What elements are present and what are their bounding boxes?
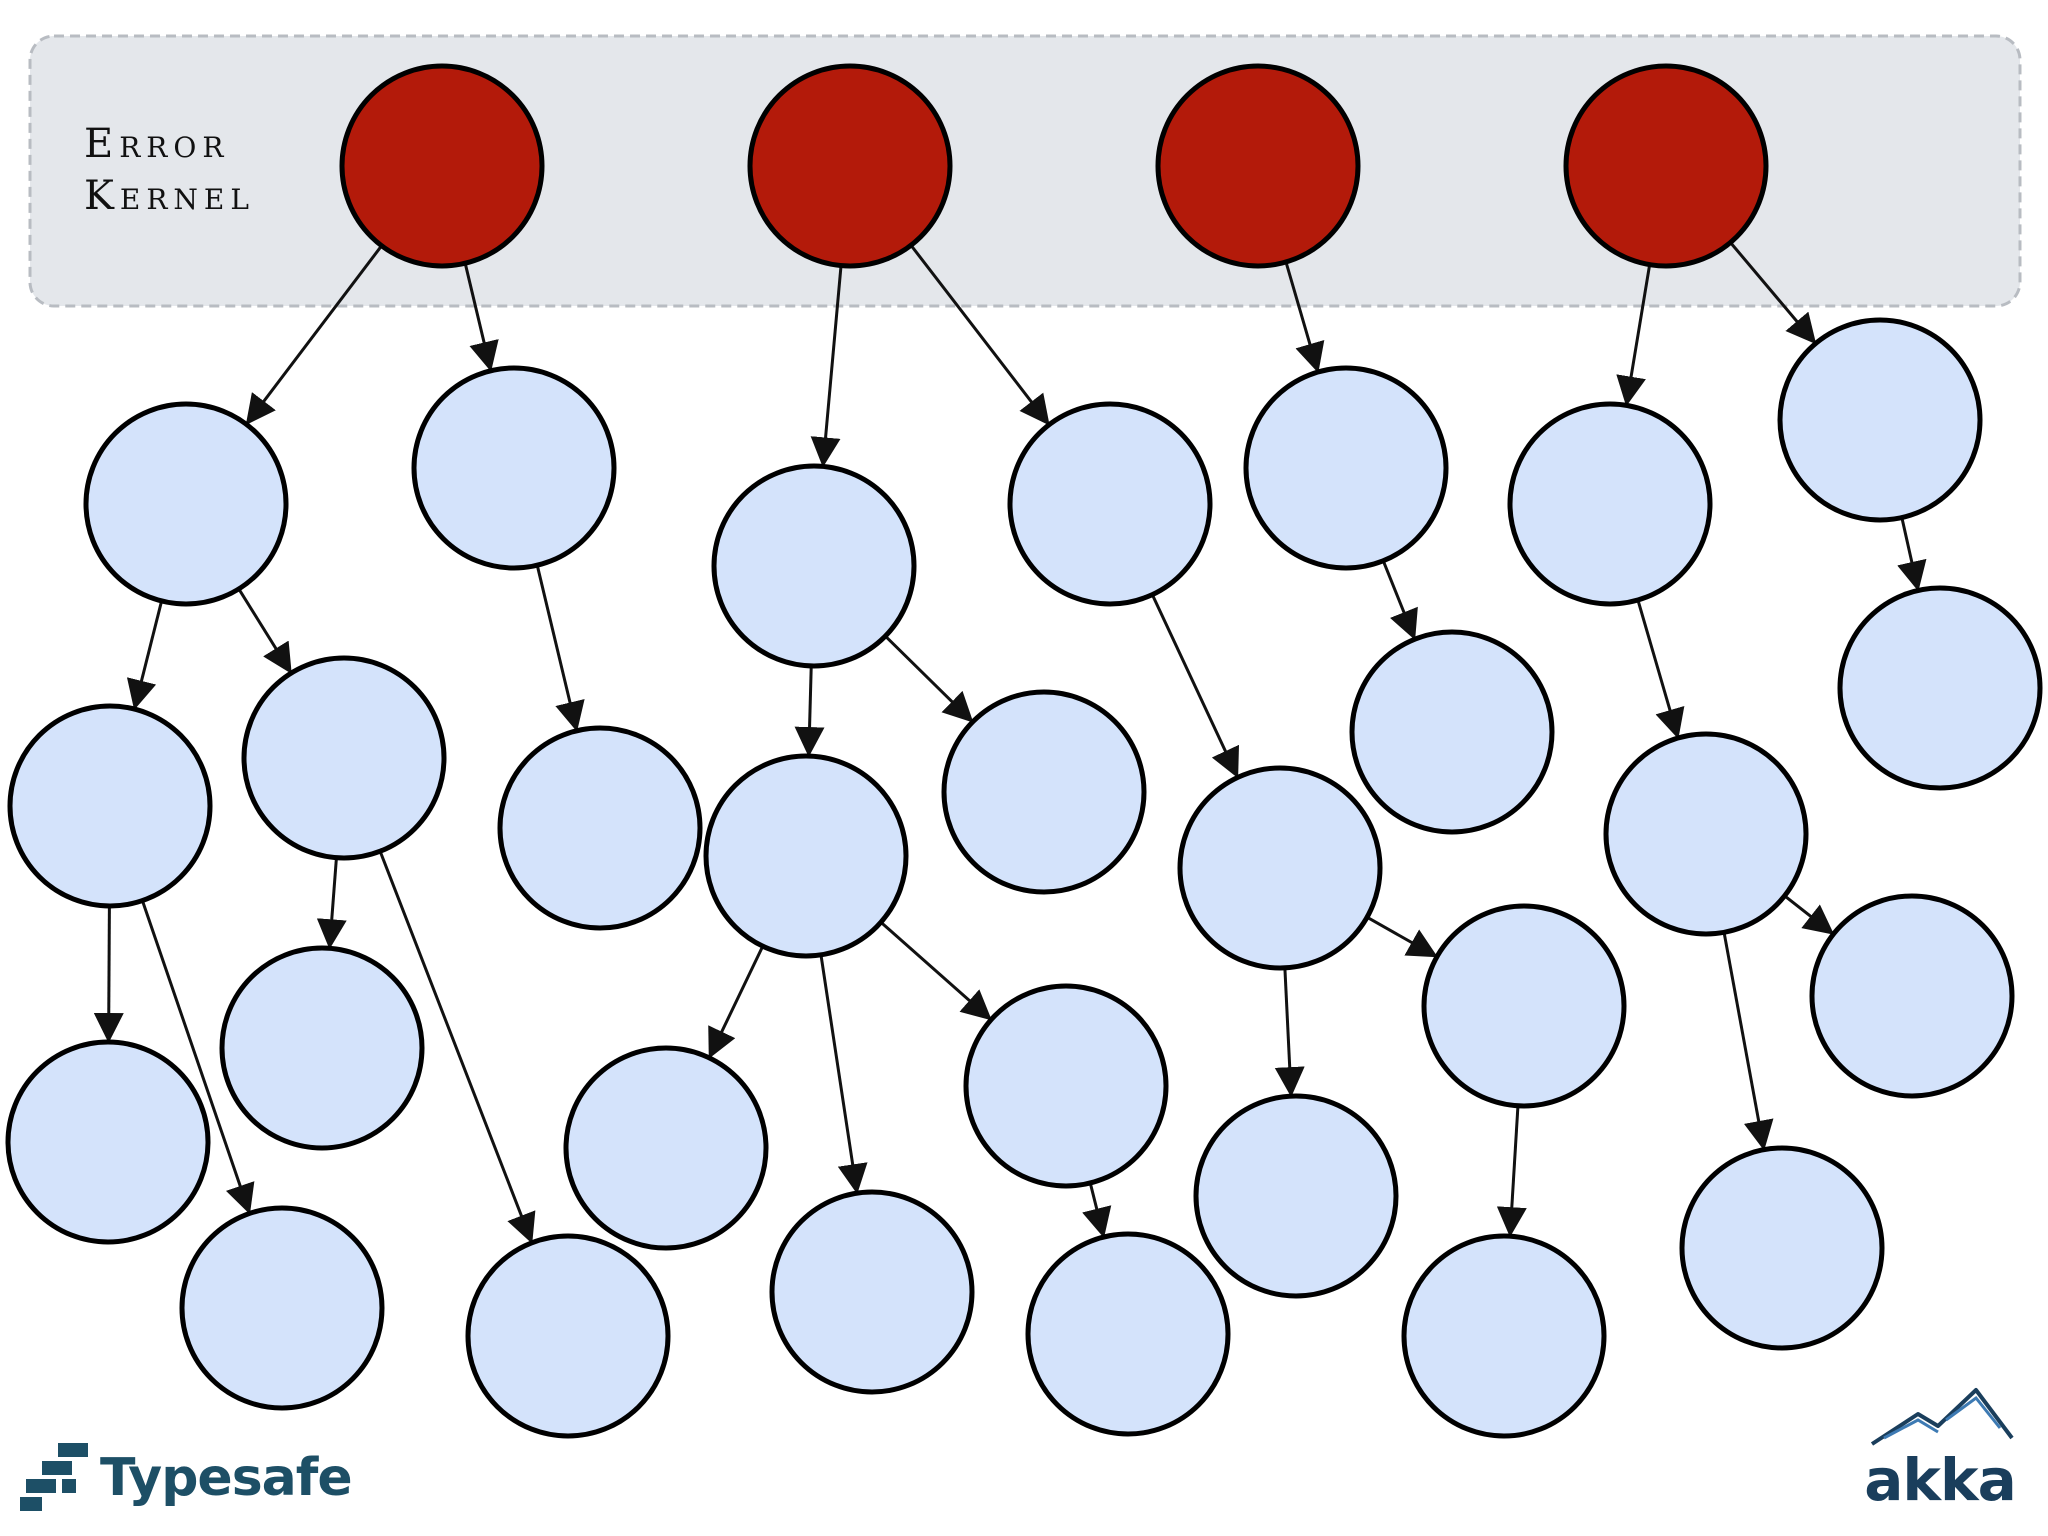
actor-node-a5	[497, 725, 703, 931]
edge-a1-a4	[237, 588, 292, 674]
edge-k3-a22	[1284, 261, 1325, 373]
edge-a20-a21	[1496, 1105, 1527, 1238]
edge-k4-a25	[1729, 241, 1817, 345]
error-kernel-label-line2: Kernel	[84, 173, 255, 219]
error-kernel-label: Error Kernel	[84, 118, 304, 222]
edge-k4-a24	[1616, 264, 1652, 407]
edge-k1-a2	[463, 262, 499, 372]
edge-a18-a19	[1274, 967, 1305, 1098]
actor-node-a8	[219, 945, 425, 1151]
actor-nodes	[5, 63, 2043, 1439]
actor-node-a21	[1401, 1233, 1607, 1439]
edge-a4-a8	[316, 857, 347, 950]
supervision-edges	[93, 241, 1927, 1244]
akka-logo: akka	[1860, 1380, 2020, 1520]
edge-k2-a10	[810, 265, 843, 468]
akka-wordmark: akka	[1864, 1446, 2016, 1514]
actor-node-a3	[7, 703, 213, 909]
error-kernel-region	[28, 34, 2022, 308]
error-kernel-label-line1: Error	[84, 121, 230, 167]
edge-a12-a15	[819, 954, 868, 1195]
actor-node-a19	[1193, 1093, 1399, 1299]
kernel-actor-node-k2	[747, 63, 953, 269]
edge-a1-a3	[126, 600, 164, 710]
edge-k2-a11	[909, 244, 1050, 426]
edge-a18-a20	[1366, 915, 1438, 958]
actor-node-a9	[465, 1233, 671, 1439]
actor-node-a1	[83, 401, 289, 607]
typesafe-wordmark: Typesafe	[100, 1448, 353, 1508]
edge-a25-a29	[1897, 517, 1927, 592]
actor-node-a18	[1177, 765, 1383, 971]
edge-a4-a9	[378, 850, 536, 1244]
actor-node-a10	[711, 463, 917, 669]
actor-node-a20	[1421, 903, 1627, 1109]
edge-a22-a23	[1381, 560, 1418, 641]
kernel-actor-node-k1	[339, 63, 545, 269]
edge-a26-a27	[1783, 894, 1835, 935]
edge-a11-a18	[1150, 593, 1240, 779]
actor-node-a2	[411, 365, 617, 571]
actor-node-a11	[1007, 401, 1213, 607]
actor-node-a28	[1679, 1145, 1885, 1351]
edge-a12-a16	[879, 921, 992, 1021]
actor-node-a17	[1025, 1231, 1231, 1437]
edge-a10-a12	[794, 665, 825, 758]
edge-a12-a14	[708, 945, 765, 1059]
edge-k1-a1	[245, 244, 383, 426]
actor-node-a6	[5, 1039, 211, 1245]
edge-a2-a5	[535, 564, 585, 732]
edge-a16-a17	[1082, 1182, 1112, 1238]
actor-node-a24	[1507, 401, 1713, 607]
actor-node-a7	[179, 1205, 385, 1411]
edge-a3-a6	[93, 905, 124, 1044]
actor-node-a26	[1603, 731, 1809, 937]
edge-a24-a26	[1636, 599, 1685, 739]
typesafe-mark-icon	[20, 1443, 88, 1511]
edge-a26-a28	[1722, 932, 1774, 1151]
actor-node-a14	[563, 1045, 769, 1251]
edge-a10-a13	[884, 635, 974, 723]
kernel-actor-node-k3	[1155, 63, 1361, 269]
actor-node-a29	[1837, 585, 2043, 791]
actor-node-a23	[1349, 629, 1555, 835]
actor-node-a25	[1777, 317, 1983, 523]
actor-node-a16	[963, 983, 1169, 1189]
edge-a3-a7	[140, 900, 255, 1215]
actor-node-a4	[241, 655, 447, 861]
actor-node-a13	[941, 689, 1147, 895]
actor-node-a15	[769, 1189, 975, 1395]
typesafe-logo: Typesafe	[20, 1438, 353, 1518]
actor-node-a22	[1243, 365, 1449, 571]
actor-node-a12	[703, 753, 909, 959]
kernel-actor-node-k4	[1563, 63, 1769, 269]
akka-mountain-icon	[1870, 1388, 2014, 1446]
actor-node-a27	[1809, 893, 2015, 1099]
